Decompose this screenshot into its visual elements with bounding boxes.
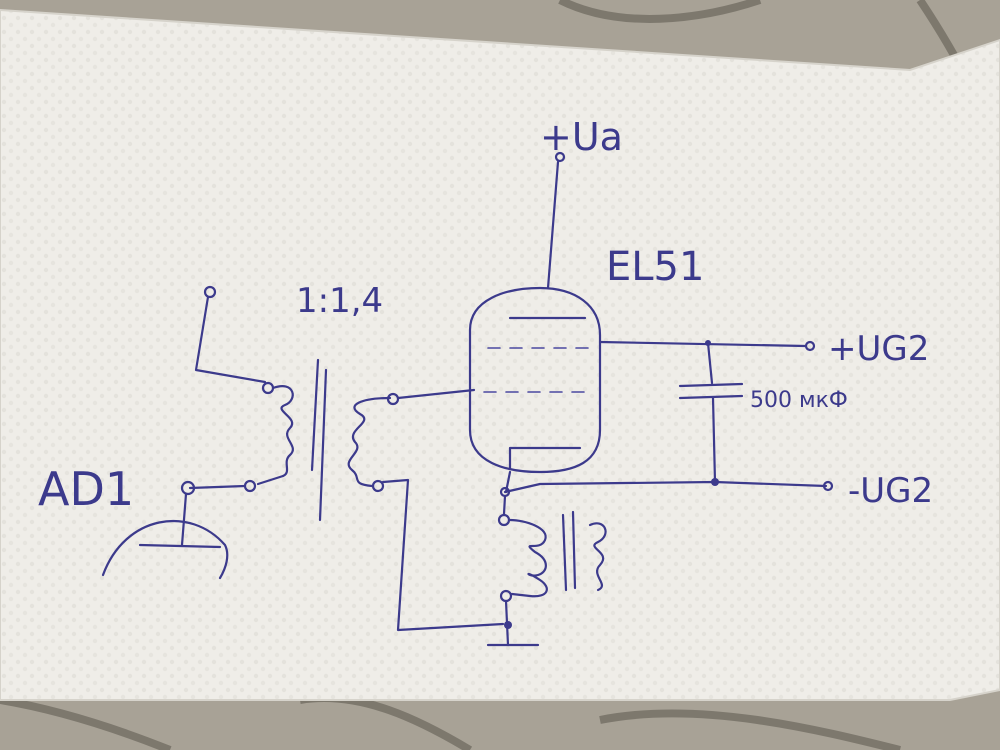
control-grid-wire (396, 388, 476, 400)
capacitor-junction-bottom (711, 478, 719, 486)
screen-supply-terminal (804, 340, 816, 352)
ad1-stem (180, 492, 188, 547)
screen-return-label: -UG2 (848, 471, 933, 511)
input-secondary-bottom-terminal (371, 479, 385, 493)
grid-return-wire (381, 478, 505, 632)
ad1-base-line (138, 543, 222, 549)
capacitor-plate-bottom (678, 394, 744, 400)
output-transformer-primary-coil (508, 518, 548, 598)
output-transformer-core (561, 510, 577, 592)
ground-node (504, 621, 512, 629)
cathode-return-wire (503, 480, 828, 494)
paper-napkin (0, 10, 1000, 700)
ad1-bulb-arc (101, 520, 229, 580)
capacitor-bottom-lead (711, 396, 717, 484)
ad1-lead-wire (188, 484, 247, 490)
input-transformer-core (310, 358, 328, 522)
screen-supply-label: +UG2 (828, 329, 929, 369)
input-transformer-secondary-coil (347, 396, 392, 488)
anode-supply-label: +Ua (540, 115, 623, 159)
tube-cathode (508, 446, 582, 470)
input-primary-bottom-wire (256, 474, 285, 486)
capacitor-label: 500 мкФ (750, 388, 848, 413)
anode-wire (546, 160, 560, 290)
ad1-terminal (180, 480, 196, 496)
capacitor-plate-top (678, 382, 744, 388)
input-top-wire (194, 295, 267, 384)
screen-grid-wire (598, 340, 807, 348)
input-tube-label: AD1 (38, 462, 134, 516)
input-transformer-primary-coil (271, 385, 294, 478)
output-transformer-secondary-coil (588, 522, 607, 592)
anode-supply-terminal (554, 151, 566, 163)
transformer-ratio-label: 1:1,4 (296, 281, 383, 321)
capacitor-top-lead (706, 341, 714, 385)
tube-label: EL51 (606, 244, 704, 290)
cathode-node-lead (502, 494, 507, 516)
screen-return-terminal (822, 480, 834, 492)
tube-envelope (468, 286, 602, 474)
input-top-terminal (203, 285, 217, 299)
